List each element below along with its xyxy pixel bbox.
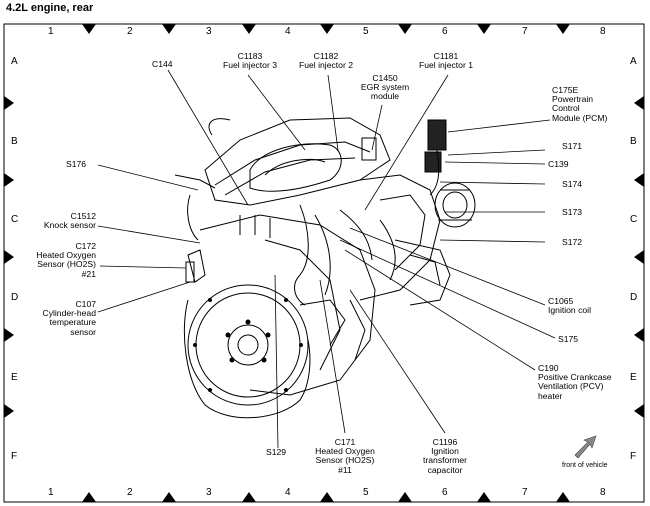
callout-c1196: C1196 Ignition transformer capacitor (423, 437, 467, 475)
grid-col-bottom-4: 4 (285, 487, 291, 498)
grid-col-bottom-7: 7 (522, 487, 528, 498)
callout-s176: S176 (66, 159, 87, 169)
grid-col-top-2: 2 (127, 26, 133, 37)
callout-s129: S129 (266, 447, 287, 457)
grid-ticks-left (4, 96, 14, 418)
grid-col-bottom-2: 2 (127, 487, 133, 498)
grid-row-left-e: E (11, 372, 18, 383)
grid-col-bottom-1: 1 (48, 487, 54, 498)
callout-s171: S171 (562, 141, 583, 151)
grid-row-right-d: D (630, 292, 638, 303)
callout-c1181: C1181 Fuel injector 1 (419, 51, 473, 71)
grid-col-bottom-6: 6 (442, 487, 448, 498)
callout-c1182: C1182 Fuel injector 2 (299, 51, 353, 71)
callout-c144: C144 (152, 59, 173, 69)
grid-row-left-f: F (11, 451, 18, 462)
grid-row-left-a: A (11, 56, 18, 67)
grid-ticks-top (82, 24, 570, 34)
grid-col-top-8: 8 (600, 26, 606, 37)
grid-row-right-b: B (630, 136, 637, 147)
grid-col-bottom-5: 5 (363, 487, 369, 498)
engine-illustration (174, 117, 476, 419)
front-of-vehicle-label: front of vehicle (562, 462, 608, 469)
grid-ticks-bottom (82, 492, 570, 502)
grid-row-left-c: C (11, 214, 19, 225)
grid-row-left-b: B (11, 136, 18, 147)
grid-col-top-3: 3 (206, 26, 212, 37)
callout-c1183: C1183 Fuel injector 3 (223, 51, 277, 71)
diagram-title: 4.2L engine, rear (6, 2, 94, 14)
callout-s175: S175 (558, 334, 579, 344)
grid-row-right-e: E (630, 372, 637, 383)
grid-col-top-6: 6 (442, 26, 448, 37)
callout-c172: C172 Heated Oxygen Sensor (HO2S) #21 (36, 241, 96, 279)
grid-row-right-a: A (630, 56, 637, 67)
callout-c1512: C1512 Knock sensor (43, 211, 96, 231)
grid-col-bottom-3: 3 (206, 487, 212, 498)
callout-s172: S172 (562, 237, 583, 247)
grid-row-right-f: F (630, 451, 637, 462)
grid-row-left-d: D (11, 292, 19, 303)
callout-c171: C171 Heated Oxygen Sensor (HO2S) #11 (315, 437, 375, 475)
front-arrow-icon (574, 435, 597, 459)
callout-c175e: C175E Powertrain Control Module (PCM) (552, 85, 608, 123)
leader-lines (97, 69, 556, 449)
frame-border (3, 23, 645, 503)
grid-row-right-c: C (630, 214, 638, 225)
callout-s174: S174 (562, 179, 583, 189)
callout-c107: C107 Cylinder-head temperature sensor (42, 299, 96, 337)
callout-c139: C139 (548, 159, 569, 169)
grid-col-top-5: 5 (363, 26, 369, 37)
grid-col-top-4: 4 (285, 26, 291, 37)
callout-c1065: C1065 Ignition coil (548, 296, 591, 316)
callout-c190: C190 Positive Crankcase Ventilation (PCV… (538, 363, 612, 401)
callout-s173: S173 (562, 207, 583, 217)
grid-ticks-right (634, 96, 644, 418)
grid-col-bottom-8: 8 (600, 487, 606, 498)
callout-c1450: C1450 EGR system module (360, 73, 410, 102)
grid-col-top-1: 1 (48, 26, 54, 37)
grid-col-top-7: 7 (522, 26, 528, 37)
